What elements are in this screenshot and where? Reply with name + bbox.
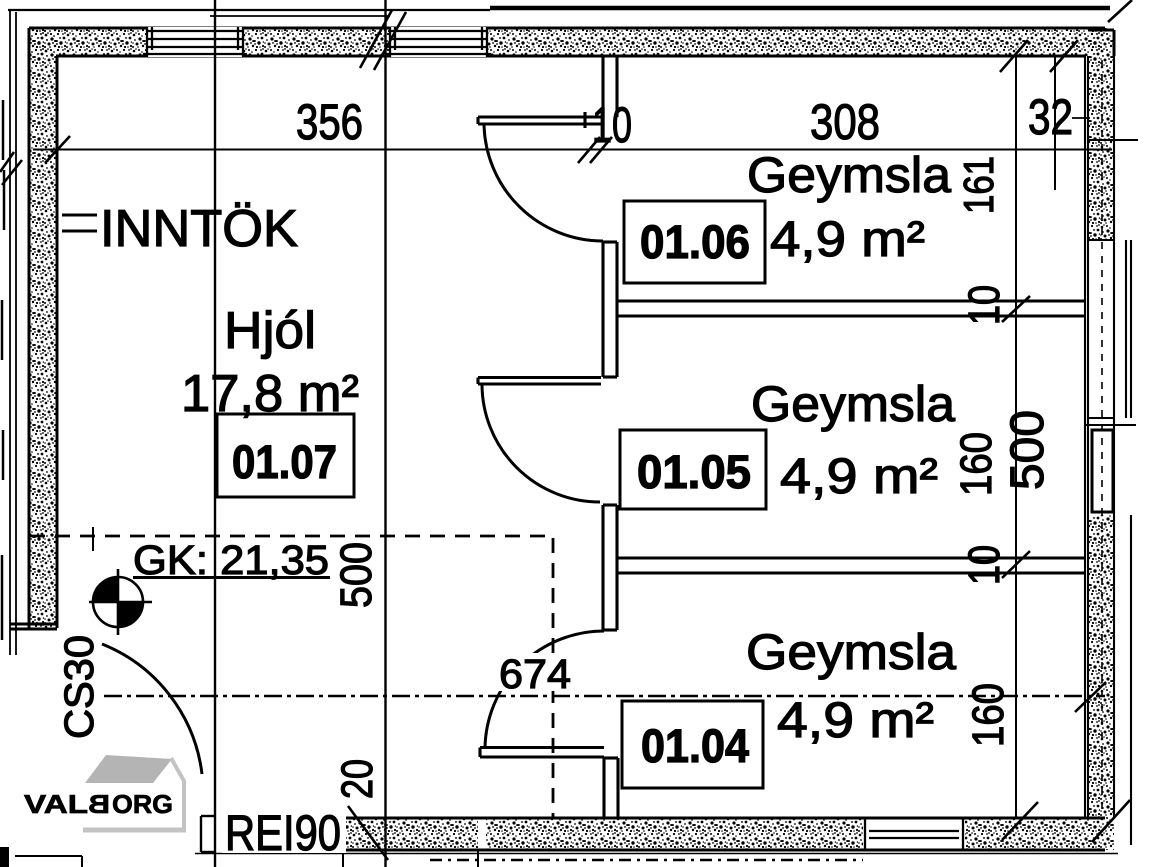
svg-text:B: B — [88, 789, 110, 819]
svg-text:Geymsla: Geymsla — [746, 624, 956, 680]
svg-text:160: 160 — [964, 683, 1013, 747]
svg-text:Hjól: Hjól — [224, 302, 316, 360]
svg-text:10: 10 — [960, 285, 1009, 325]
svg-text:VAL: VAL — [24, 789, 88, 819]
svg-text:10: 10 — [960, 545, 1009, 585]
svg-text:GK: 21,35: GK: 21,35 — [133, 537, 329, 583]
svg-text:500: 500 — [1000, 410, 1053, 490]
svg-text:4,9 m²: 4,9 m² — [777, 692, 934, 748]
svg-text:10: 10 — [592, 97, 632, 153]
svg-text:01.06: 01.06 — [640, 215, 750, 268]
svg-text:4,9 m²: 4,9 m² — [770, 211, 925, 267]
svg-text:160: 160 — [952, 432, 1001, 496]
svg-text:356: 356 — [296, 94, 363, 150]
svg-text:INNTÖK: INNTÖK — [100, 200, 298, 258]
svg-text:500: 500 — [332, 542, 381, 608]
svg-text:308: 308 — [810, 94, 880, 150]
svg-text:01.04: 01.04 — [641, 719, 749, 772]
svg-text:01.07: 01.07 — [232, 435, 337, 488]
svg-text:161: 161 — [955, 156, 1002, 214]
svg-text:4,9 m²: 4,9 m² — [780, 448, 938, 504]
svg-text:01.05: 01.05 — [637, 445, 751, 498]
svg-text:20: 20 — [333, 759, 382, 799]
svg-text:CS30: CS30 — [56, 635, 102, 739]
svg-text:674: 674 — [499, 651, 571, 697]
svg-text:ORG: ORG — [112, 789, 173, 819]
svg-text:Geymsla: Geymsla — [747, 147, 951, 203]
svg-text:17,8 m²: 17,8 m² — [181, 365, 359, 423]
svg-text:Geymsla: Geymsla — [751, 376, 955, 432]
svg-text:REI90: REI90 — [225, 805, 341, 861]
svg-text:32: 32 — [1028, 89, 1073, 145]
